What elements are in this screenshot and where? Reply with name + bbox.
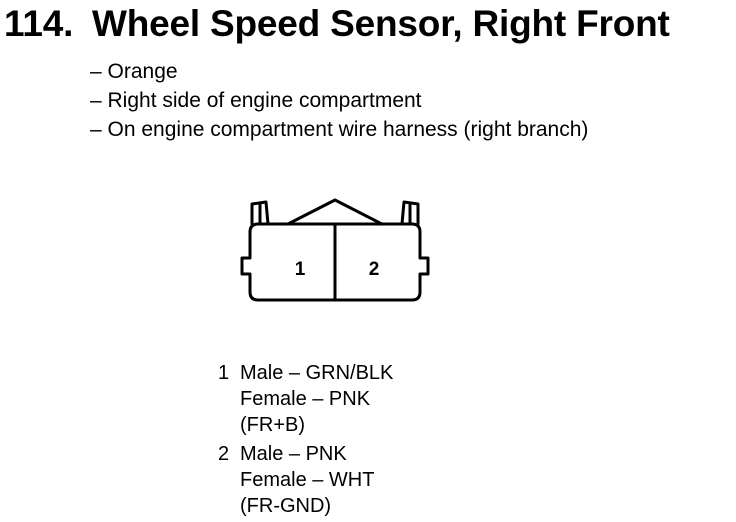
component-title: Wheel Speed Sensor, Right Front xyxy=(92,3,670,44)
pin-entry-1: 1 Male – GRN/BLK Female – PNK (FR+B) xyxy=(218,360,393,438)
pin-list: 1 Male – GRN/BLK Female – PNK (FR+B) 2 M… xyxy=(218,360,393,522)
pin-number: 1 xyxy=(218,362,230,384)
pin-function: (FR-GND) xyxy=(240,495,332,517)
note-color: – Orange xyxy=(90,60,178,83)
pin-number: 2 xyxy=(218,443,230,465)
pin-function: (FR+B) xyxy=(240,414,305,436)
pin-male-wire: Male – GRN/BLK xyxy=(240,362,394,384)
pin-male-wire: Male – PNK xyxy=(240,443,347,465)
connector-diagram: 1 2 xyxy=(240,198,430,302)
component-number: 114. xyxy=(4,3,74,44)
pin-entry-2: 2 Male – PNK Female – WHT (FR-GND) xyxy=(218,441,393,519)
cavity-label-1: 1 xyxy=(295,259,306,280)
page-title: 114. Wheel Speed Sensor, Right Front xyxy=(4,2,670,46)
connector-housing xyxy=(240,222,430,302)
note-location: – Right side of engine compartment xyxy=(90,89,422,112)
component-notes: – Orange – Right side of engine compartm… xyxy=(90,57,588,144)
connector-key xyxy=(286,198,384,226)
pin-female-wire: Female – WHT xyxy=(240,469,375,491)
pin-female-wire: Female – PNK xyxy=(240,388,371,410)
cavity-label-2: 2 xyxy=(369,259,380,280)
note-harness: – On engine compartment wire harness (ri… xyxy=(90,118,589,141)
